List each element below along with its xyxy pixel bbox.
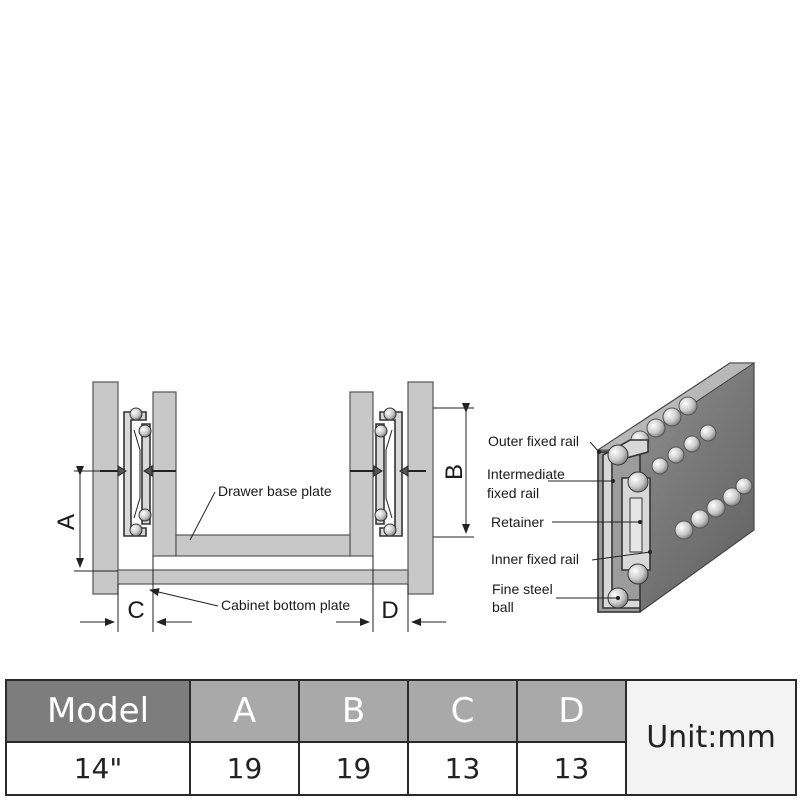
dimension-d: D <box>336 556 446 632</box>
drawer-side-left <box>152 391 177 557</box>
cabinet-side-left <box>92 381 119 595</box>
intermediate-fixed-rail-label-1: Intermediate <box>487 466 565 482</box>
header-model: Model <box>5 679 191 743</box>
outer-fixed-rail-label: Outer fixed rail <box>488 433 579 449</box>
header-c: C <box>407 679 518 743</box>
cross-section: A B C D Drawer base plate Ca <box>53 381 474 632</box>
header-d: D <box>516 679 627 743</box>
rail-perspective: Outer fixed rail Intermediate fixed rail… <box>487 362 756 615</box>
fine-steel-ball-label-2: ball <box>492 599 514 615</box>
cell-model: 14" <box>5 741 191 796</box>
dimension-c: C <box>80 556 192 632</box>
cabinet-bottom-plate-label: Cabinet bottom plate <box>221 597 350 613</box>
drawer-base-plate-label: Drawer base plate <box>218 483 332 499</box>
ball-row-upper <box>630 396 717 475</box>
fine-steel-ball-label-1: Fine steel <box>492 581 553 597</box>
cabinet-side-right <box>407 381 434 595</box>
inner-fixed-rail-label: Inner fixed rail <box>491 551 579 567</box>
header-a: A <box>189 679 300 743</box>
dimension-c-label: C <box>127 597 144 624</box>
drawer-slide-diagram: A B C D Drawer base plate Ca <box>53 362 756 632</box>
dimension-d-label: D <box>381 597 398 624</box>
cell-b: 19 <box>298 741 409 796</box>
dimension-b-label: B <box>441 464 468 480</box>
header-b: B <box>298 679 409 743</box>
drawer-base-plate <box>175 534 351 557</box>
intermediate-fixed-rail-label-2: fixed rail <box>487 485 539 501</box>
drawer-side-right <box>349 391 374 557</box>
ball-row-lower <box>674 477 753 540</box>
cabinet-bottom-plate <box>117 569 409 585</box>
retainer-label: Retainer <box>491 514 544 530</box>
dimension-a: A <box>53 466 118 572</box>
table-row: 14" 19 19 13 13 <box>5 741 796 796</box>
cell-a: 19 <box>189 741 300 796</box>
dimension-a-label: A <box>53 514 80 530</box>
spec-table: Model A B C D Unit:mm 14" 19 19 13 13 <box>5 679 797 796</box>
unit-cell: Unit:mm <box>625 679 797 796</box>
cell-c: 13 <box>407 741 518 796</box>
dimension-b: B <box>433 403 474 538</box>
cell-d: 13 <box>516 741 627 796</box>
table-header-row: Model A B C D Unit:mm <box>5 679 797 796</box>
slide-profile-right <box>350 407 426 537</box>
